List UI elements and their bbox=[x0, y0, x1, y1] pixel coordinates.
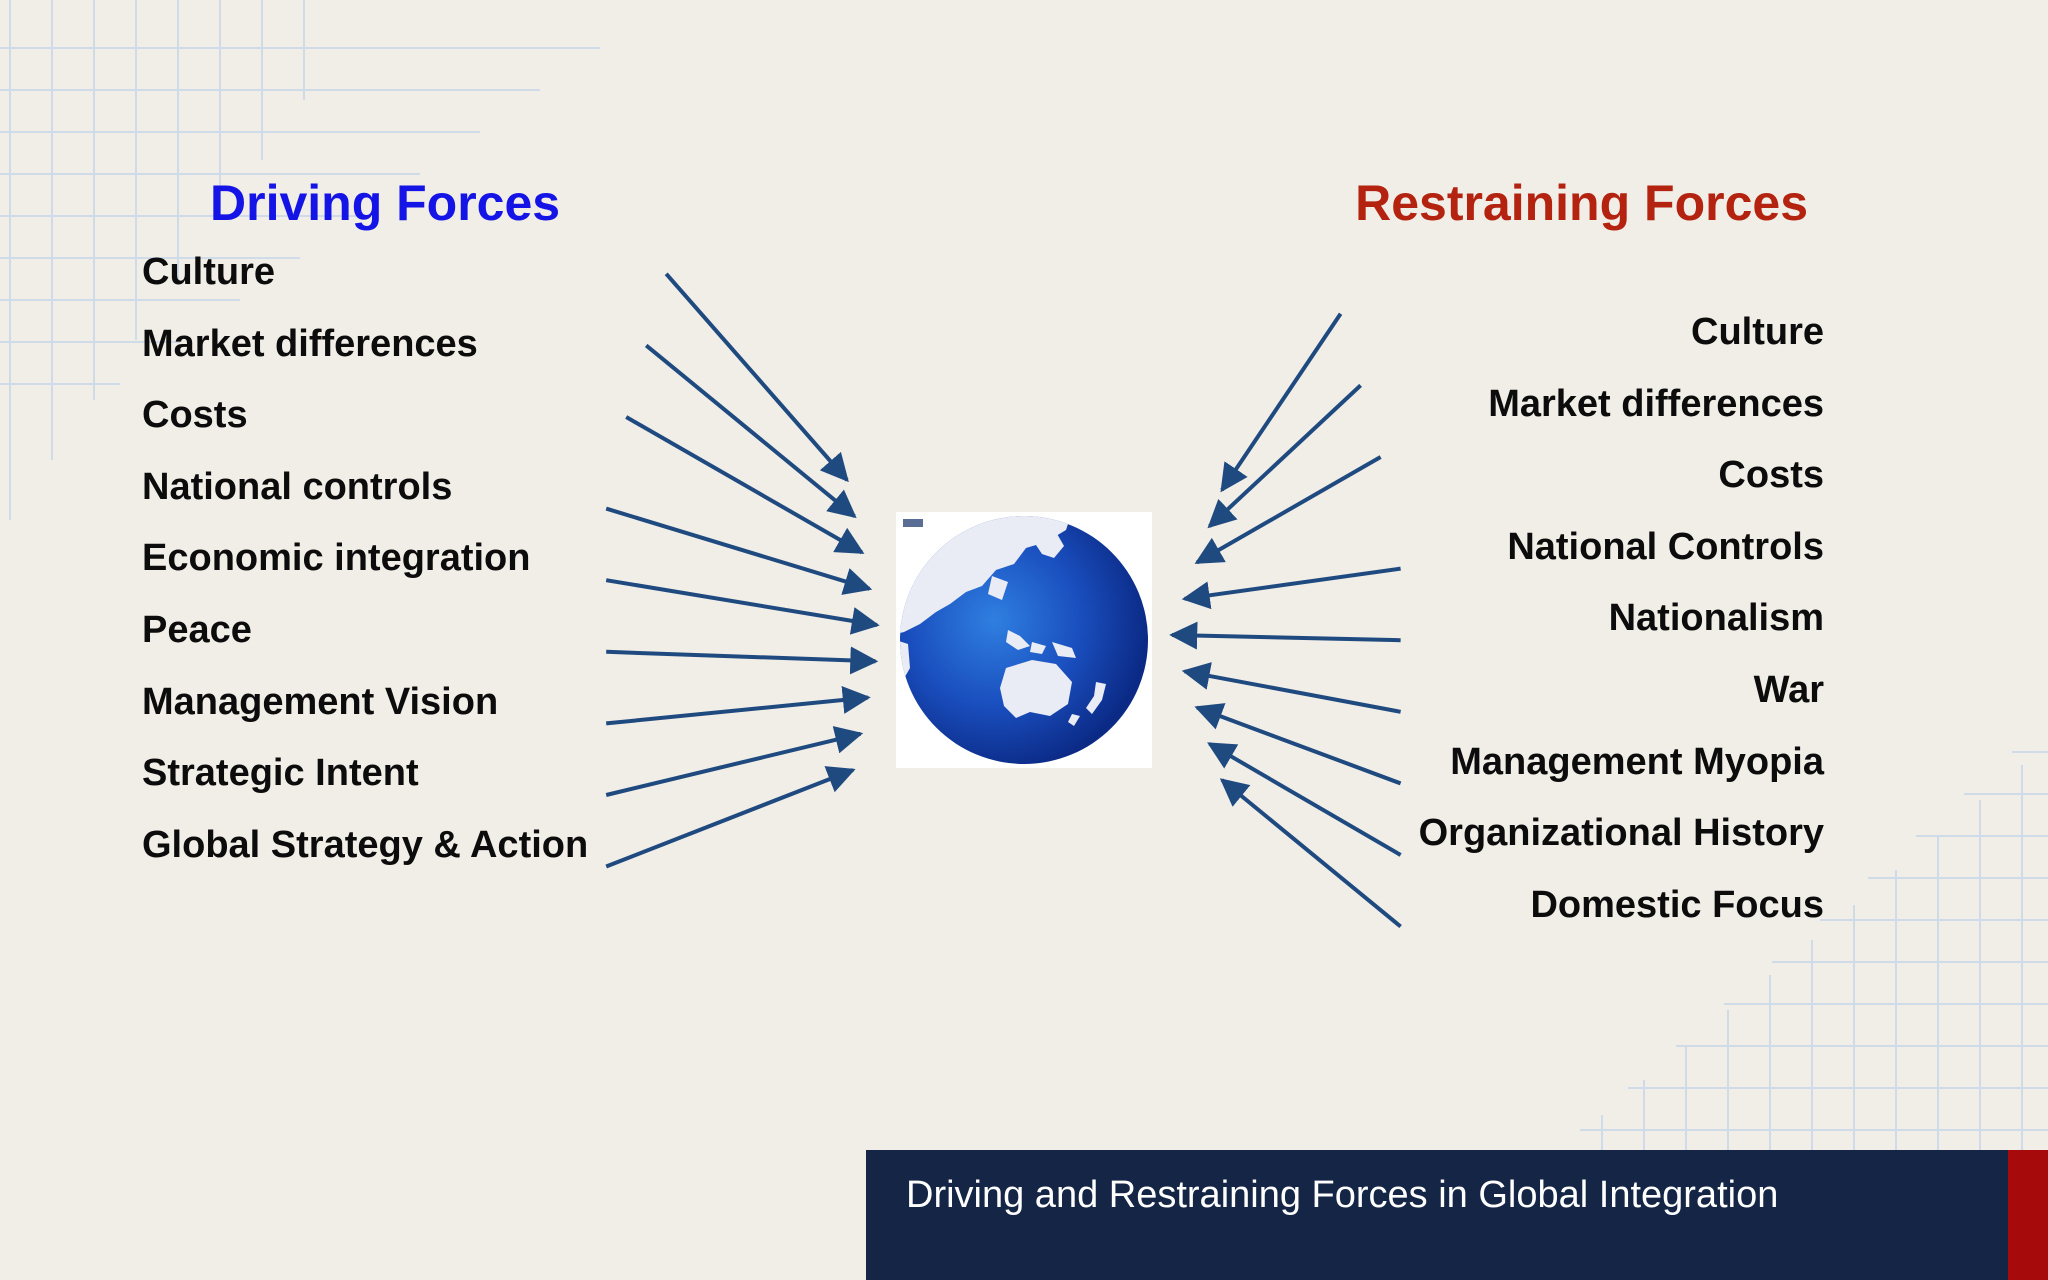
driving-arrow bbox=[605, 726, 864, 797]
restraining-arrow bbox=[1181, 566, 1401, 610]
driving-arrow bbox=[625, 415, 865, 555]
driving-arrow bbox=[606, 646, 879, 675]
driving-arrow bbox=[605, 766, 856, 869]
driving-arrow bbox=[644, 343, 857, 519]
driving-arrow bbox=[605, 506, 873, 595]
restraining-arrow bbox=[1220, 312, 1343, 493]
restraining-arrow bbox=[1181, 662, 1401, 714]
driving-force-item: Global Strategy & Action bbox=[142, 823, 589, 866]
globe-icon bbox=[900, 516, 1148, 764]
driving-arrow bbox=[664, 272, 849, 483]
footer-title: Driving and Restraining Forces in Global… bbox=[906, 1174, 1779, 1216]
driving-force-item: Peace bbox=[142, 608, 252, 651]
driving-force-item: Culture bbox=[142, 251, 275, 293]
driving-arrow bbox=[606, 686, 871, 726]
restraining-arrow bbox=[1219, 778, 1402, 929]
driving-forces-heading: Driving Forces bbox=[210, 175, 561, 231]
driving-force-item: Costs bbox=[142, 394, 248, 437]
restraining-force-item: Domestic Focus bbox=[1530, 883, 1824, 926]
restraining-force-item: War bbox=[1753, 668, 1824, 711]
restraining-force-item: Market differences bbox=[1488, 382, 1824, 425]
restraining-arrow bbox=[1207, 742, 1402, 857]
restraining-force-item: Culture bbox=[1691, 311, 1824, 353]
restraining-force-item: National Controls bbox=[1507, 525, 1824, 568]
driving-force-item: National controls bbox=[142, 465, 453, 508]
restraining-arrow bbox=[1169, 621, 1401, 650]
restraining-force-item: Nationalism bbox=[1608, 597, 1824, 640]
restraining-forces-heading: Restraining Forces bbox=[1355, 175, 1808, 231]
globe-image bbox=[896, 512, 1152, 768]
restraining-arrow bbox=[1194, 455, 1382, 565]
restraining-force-item: Management Myopia bbox=[1450, 740, 1824, 783]
footer-bar bbox=[866, 1150, 2008, 1280]
footer-accent bbox=[2008, 1150, 2048, 1280]
driving-forces-list: Culture Market differences Costs Nationa… bbox=[142, 250, 588, 894]
restraining-forces-list: Culture Market differences Costs Nationa… bbox=[1419, 310, 1824, 954]
driving-force-item: Market differences bbox=[142, 322, 478, 365]
driving-arrow bbox=[605, 578, 880, 635]
restraining-arrow bbox=[1194, 703, 1402, 786]
restraining-force-item: Costs bbox=[1718, 454, 1824, 497]
restraining-force-item: Organizational History bbox=[1418, 812, 1824, 855]
driving-force-item: Strategic Intent bbox=[142, 752, 419, 795]
restraining-arrow bbox=[1207, 383, 1362, 529]
driving-force-item: Economic integration bbox=[142, 537, 531, 580]
driving-force-item: Management Vision bbox=[142, 680, 499, 723]
